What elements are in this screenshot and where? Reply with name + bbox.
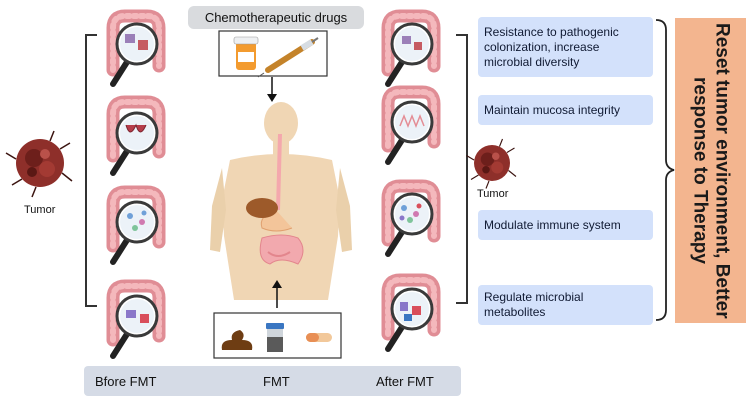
- syringe-icon: [257, 37, 319, 78]
- right-tumor-label: Tumor: [477, 188, 509, 200]
- specimen-cup-icon: [266, 323, 284, 352]
- flow-fmt-label: FMT: [263, 374, 290, 389]
- effect-box-immune: Modulate immune system: [478, 210, 653, 240]
- effect-box-colonization: Resistance to pathogenic colonization, i…: [478, 17, 653, 77]
- right-magnifier-icon: [388, 24, 432, 349]
- left-bracket: [85, 34, 97, 307]
- effect-box-metabolites: Regulate microbial metabolites: [478, 285, 653, 325]
- flow-before-label: Bfore FMT: [95, 374, 157, 389]
- outcome-brace: [655, 19, 675, 321]
- outcome-box: Reset tumor environment, Better response…: [675, 18, 746, 323]
- capsule-icon: [306, 333, 332, 342]
- left-tumor-label: Tumor: [24, 204, 56, 216]
- flow-bar: [84, 366, 461, 396]
- left-tumor-icon: [5, 130, 73, 198]
- effect-box-mucosa: Maintain mucosa integrity: [478, 95, 653, 125]
- right-tumor-icon: [465, 138, 517, 190]
- human-body-icon: [210, 102, 352, 300]
- right-bracket: [456, 34, 468, 304]
- left-magnifier-icon: [113, 24, 157, 356]
- flow-after-label: After FMT: [376, 374, 434, 389]
- stool-icon: [221, 330, 253, 350]
- pill-bottle-icon: [233, 36, 259, 70]
- drugs-label: Chemotherapeutic drugs: [188, 6, 364, 29]
